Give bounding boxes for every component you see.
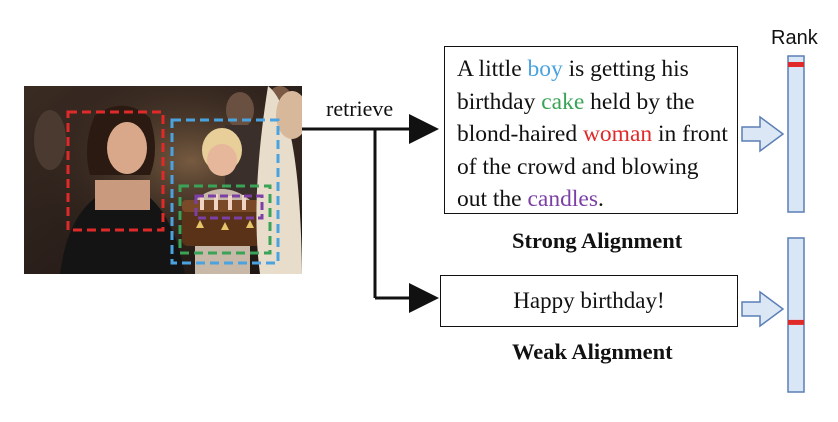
caption-part-7: candles: [527, 186, 598, 213]
strong-rank-block-arrow: [741, 115, 785, 153]
strong-caption-box: A little boy is getting his birthday cak…: [444, 46, 738, 214]
retrieve-arrows: [302, 114, 439, 313]
rank-label: Rank: [771, 27, 818, 49]
strong-alignment-label: Strong Alignment: [512, 228, 683, 253]
weak-caption-box: Happy birthday!: [440, 275, 738, 327]
retrieve-label: retrieve: [326, 96, 394, 121]
weak-rank-block-arrow: [741, 290, 785, 328]
caption-part-5: woman: [582, 121, 653, 148]
weak-rank-bar: [787, 237, 805, 393]
weak-alignment-label: Weak Alignment: [512, 339, 673, 364]
boy-bounding-box: [170, 118, 280, 265]
caption-part-8: .: [597, 186, 604, 213]
caption-part-0: A little: [457, 56, 528, 82]
caption-part-6: in front of the crowd and blowing out th…: [457, 121, 728, 213]
caption-part-3: cake: [541, 88, 585, 115]
strong-rank-marker: [788, 62, 804, 67]
candles-bounding-box: [194, 194, 264, 220]
caption-part-2: is getting his birthday: [457, 56, 689, 115]
cake-bounding-box: [178, 184, 272, 255]
strong-rank-bar: [787, 55, 805, 213]
woman-bounding-box: [66, 110, 165, 232]
strong-caption-text: A little boy is getting his birthday cak…: [457, 56, 728, 212]
caption-part-1: boy: [527, 56, 563, 82]
caption-part-4: held by the blond-haired: [457, 88, 695, 148]
weak-rank-marker: [788, 319, 804, 325]
weak-caption-text: Happy birthday!: [513, 288, 665, 313]
